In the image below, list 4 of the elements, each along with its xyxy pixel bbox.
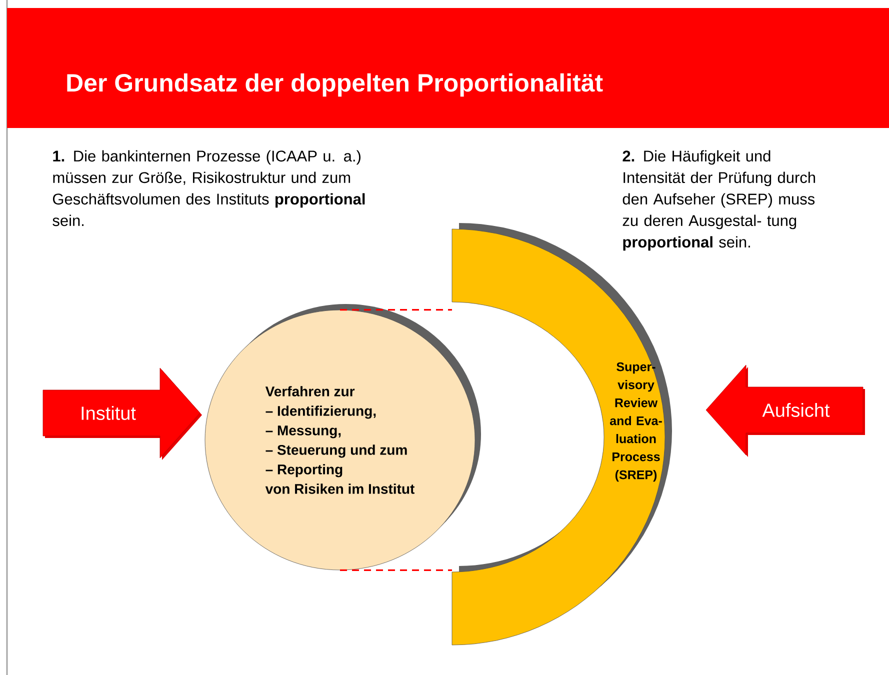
- text-paragraph: 1. Die bankinternen Prozesse (ICAAP u. a.) müssen zur Größe, Risikostruktur und zum Geschäftsvolumen des Instituts proportional sein.: [52, 150, 365, 226]
- title-banner: Der Grundsatz der doppelten Proportionalität: [7, 8, 889, 128]
- dashed-connector: [340, 309, 452, 311]
- dashed-connector: [340, 569, 452, 571]
